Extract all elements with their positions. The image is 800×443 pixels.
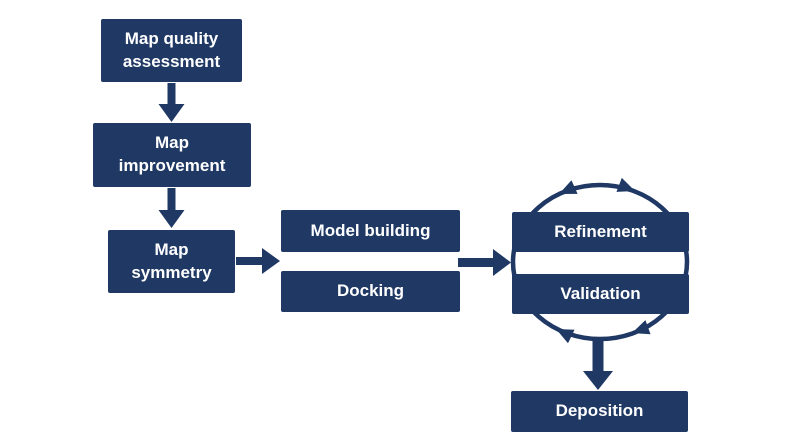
node-label: Model building bbox=[310, 220, 431, 240]
arrow-down-improvement-to-symmetry-icon bbox=[158, 188, 185, 228]
node-validation: Validation bbox=[512, 274, 689, 314]
node-docking: Docking bbox=[281, 271, 460, 312]
cycle-arrowhead-top-left-icon bbox=[559, 180, 578, 194]
node-refinement: Refinement bbox=[512, 212, 689, 252]
node-label: Refinement bbox=[554, 221, 647, 241]
arrow-down-cycle-to-deposition-icon bbox=[583, 338, 613, 390]
node-label: Map symmetry bbox=[131, 239, 212, 282]
node-label: Docking bbox=[336, 281, 405, 301]
node-label: Deposition bbox=[555, 401, 644, 421]
node-label: Map improvement bbox=[118, 133, 226, 175]
node-model-building: Model building bbox=[281, 210, 460, 252]
cycle-arrows-icon bbox=[510, 177, 690, 344]
cycle-arrowhead-top-right-icon bbox=[616, 177, 635, 192]
node-deposition: Deposition bbox=[511, 391, 688, 432]
node-label: Validation bbox=[560, 283, 641, 303]
node-label: Map quality assessment bbox=[122, 28, 221, 71]
node-map-symmetry: Map symmetry bbox=[108, 230, 235, 293]
node-map-improvement: Map improvement bbox=[93, 123, 251, 187]
cycle-ellipse-icon bbox=[510, 182, 690, 342]
arrow-down-quality-to-improvement-icon bbox=[158, 83, 185, 122]
arrow-right-modeling-to-refinement-icon bbox=[458, 249, 511, 276]
cycle-arrowhead-bottom-left-icon bbox=[556, 329, 575, 344]
cycle-arrowhead-bottom-right-icon bbox=[632, 320, 651, 335]
node-map-quality-assessment: Map quality assessment bbox=[101, 19, 242, 82]
arrow-right-symmetry-to-modeling-icon bbox=[236, 248, 280, 274]
